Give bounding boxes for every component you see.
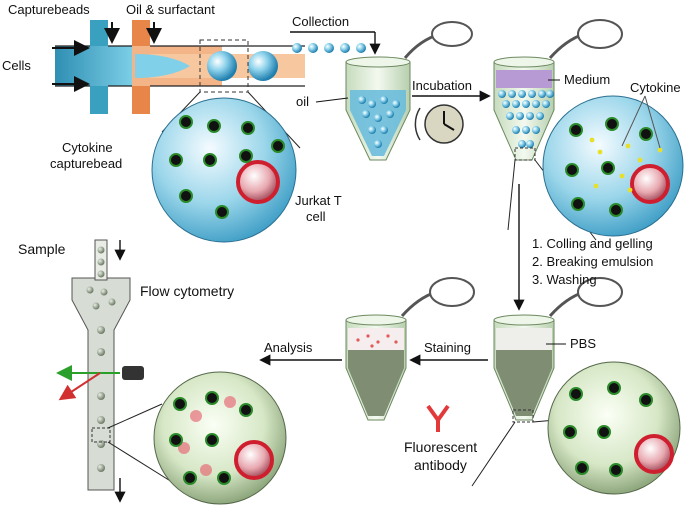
label-staining: Staining [424,340,471,355]
label-medium: Medium [564,72,610,87]
laser-icon [122,366,144,380]
zoom-line [107,441,173,483]
medium-layer [496,70,552,88]
label-step1: 1. Colling and gelling [532,236,653,251]
droplet [292,43,302,53]
label-analysis: Analysis [264,340,313,355]
label-pbs: PBS [570,336,596,351]
label-cytokine: Cytokine [630,80,681,95]
collection-flow [290,31,381,55]
label-collection: Collection [292,14,349,29]
rotation-icon [414,107,421,141]
label-oil: oil [296,94,309,109]
zoom-line [507,159,516,231]
zoom-line [107,403,163,429]
label-capturebeads: Capturebeads [8,2,90,17]
label-step3: 3. Washing [532,272,597,287]
zoom-line [471,421,516,487]
capture-antibody-beads [169,115,285,219]
cytokine-capturebead-zoom [151,97,297,243]
label-sample: Sample [18,241,66,257]
droplet [340,43,350,53]
droplet [324,43,334,53]
label-jurkat-2: cell [306,209,326,224]
washed-bead-zoom [547,361,681,495]
tube-stained [345,277,475,421]
label-fluorescent-1: Fluorescent [404,439,477,455]
droplet [207,51,237,81]
cytokine-dots [589,137,663,193]
droplet [308,43,318,53]
tube-collection [315,21,473,161]
label-step2: 2. Breaking emulsion [532,254,653,269]
fluorescence-arrow [58,372,101,401]
tube-pbs [493,277,623,423]
flow-cytometer [56,239,144,503]
oil-pointer [315,97,349,103]
label-cytokine-capturebead-1: Cytokine [62,140,113,155]
label-fluorescent-2: antibody [414,457,467,473]
label-cells: Cells [2,58,31,73]
droplet [248,51,278,81]
label-incubation: Incubation [412,78,472,93]
label-oil-surfactant: Oil & surfactant [126,2,215,17]
droplet [356,43,366,53]
fluorescent-antibody-icon [426,404,450,432]
label-cytokine-capturebead-2: capturebead [50,156,122,171]
microfluidic-device [52,20,305,114]
cytokine-bead-zoom [542,95,684,237]
jurkat-t-cell [236,160,280,204]
label-flow-cytometry: Flow cytometry [140,283,234,299]
zoom-box [199,39,249,93]
incubation-step [412,90,491,144]
stained-bead-zoom [153,371,287,505]
label-jurkat-1: Jurkat T [295,193,342,208]
tube-incubation [493,19,623,161]
labels: Capturebeads Oil & surfactant Cells Coll… [2,2,681,473]
